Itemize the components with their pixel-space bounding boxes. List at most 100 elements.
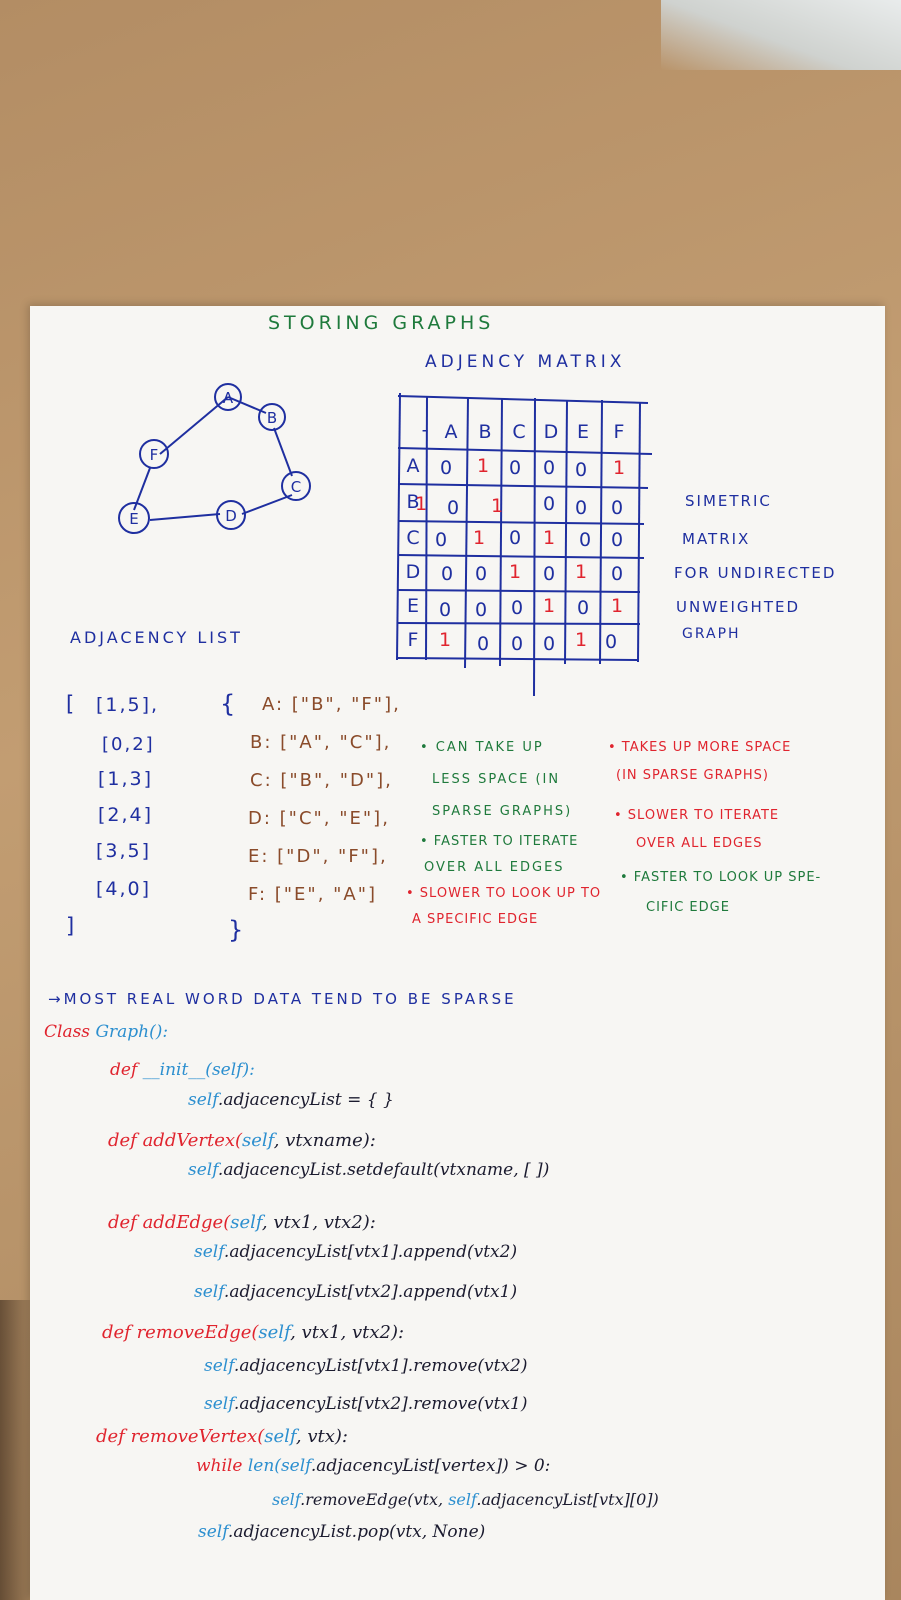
- matrix-header-b: B: [478, 421, 492, 443]
- matrix-cell: 0: [446, 497, 460, 519]
- matrix-cell: 1: [476, 455, 490, 477]
- code-line-removeedge-body1: self.adjacencyList[vtx1].remove(vtx2): [204, 1356, 528, 1376]
- code-line-removeedge-def: def removeEdge(self, vtx1, vtx2):: [102, 1322, 404, 1343]
- array-item: [0,2]: [102, 734, 155, 755]
- code-self: self: [258, 1322, 291, 1343]
- code-line-class: Class Graph():: [44, 1022, 168, 1042]
- array-open: [: [66, 692, 77, 716]
- matrix-cell: 0: [610, 497, 624, 519]
- dict-item: A: ["B", "F"],: [262, 694, 401, 715]
- matrix-note-line: FOR UNDIRECTED: [674, 564, 837, 582]
- code-self: self: [194, 1282, 224, 1302]
- code-class-name: Graph():: [95, 1022, 169, 1042]
- code-statement: .adjacencyList[vtx1].append(vtx2): [223, 1242, 518, 1262]
- matrix-row-label: D: [405, 561, 421, 583]
- matrix-cell: 0: [438, 599, 452, 621]
- code-keyword-class: Class: [44, 1022, 91, 1042]
- code-statement: .adjacencyList[vtx2].remove(vtx1): [233, 1394, 528, 1414]
- code-line-init-body: self.adjacencyList = { }: [188, 1090, 394, 1110]
- code-statement: .adjacencyList.setdefault(vtxname, [ ]): [217, 1160, 550, 1180]
- code-method-addedge: addEdge(: [142, 1212, 231, 1233]
- matrix-row-label: E: [406, 595, 419, 617]
- matrix-cell: 1: [438, 629, 452, 651]
- code-line-addedge-def: def addEdge(self, vtx1, vtx2):: [108, 1212, 376, 1233]
- code-self: self: [188, 1090, 218, 1110]
- code-keyword-while: while: [196, 1456, 243, 1476]
- code-self: self: [280, 1456, 311, 1476]
- matrix-note-line: GRAPH: [682, 626, 741, 642]
- code-line-loop-body: self.removeEdge(vtx, self.adjacencyList[…: [272, 1490, 659, 1509]
- matrix-con-line: • TAKES UP MORE SPACE: [608, 740, 792, 755]
- matrix-note-line: UNWEIGHTED: [676, 598, 801, 616]
- matrix-cell: 0: [510, 633, 524, 655]
- dict-close: }: [228, 916, 246, 944]
- matrix-cell: 1: [508, 561, 522, 583]
- matrix-cell: 0: [474, 563, 488, 585]
- code-line-removeedge-body2: self.adjacencyList[vtx2].remove(vtx1): [204, 1394, 528, 1414]
- matrix-cell: 0: [610, 563, 624, 585]
- code-self: self: [242, 1130, 274, 1151]
- code-self: self: [204, 1394, 234, 1414]
- code-keyword-def: def: [108, 1130, 137, 1151]
- matrix-header-corner: -: [421, 419, 429, 441]
- matrix-cell: 1: [542, 595, 556, 617]
- list-con-line: A SPECIFIC EDGE: [412, 912, 539, 927]
- matrix-cell: 1: [414, 493, 428, 515]
- sparse-note: →MOST REAL WORD DATA TEND TO BE SPARSE: [48, 990, 517, 1008]
- code-statement: .adjacencyList.pop(vtx, None): [227, 1522, 486, 1542]
- dict-item: D: ["C", "E"],: [248, 808, 390, 829]
- code-line-addedge-body2: self.adjacencyList[vtx2].append(vtx1): [194, 1282, 517, 1302]
- matrix-con-line: (IN SPARSE GRAPHS): [616, 768, 769, 783]
- dict-item: F: ["E", "A"]: [248, 884, 378, 905]
- code-line-addvertex-def: def addVertex(self, vtxname):: [108, 1130, 376, 1151]
- code-line-addvertex-body: self.adjacencyList.setdefault(vtxname, […: [188, 1160, 549, 1180]
- matrix-cell: 0: [542, 457, 556, 479]
- matrix-header-c: C: [512, 421, 526, 443]
- code-args: , vtx1, vtx2):: [290, 1322, 405, 1343]
- list-pro-line: LESS SPACE (IN: [432, 772, 561, 787]
- matrix-cell: 0: [510, 597, 524, 619]
- list-title: ADJACENCY LIST: [70, 628, 243, 647]
- list-pro-line: SPARSE GRAPHS): [432, 804, 573, 819]
- matrix-cell: 0: [610, 529, 624, 551]
- matrix-cell: 0: [542, 633, 556, 655]
- code-method-removevertex: removeVertex(: [130, 1426, 265, 1447]
- code-keyword-def: def: [108, 1212, 137, 1233]
- code-line-removevertex-def: def removeVertex(self, vtx):: [96, 1426, 348, 1447]
- code-line-while: while len(self.adjacencyList[vertex]) > …: [196, 1456, 550, 1476]
- code-statement: .adjacencyList[vtx2].append(vtx1): [223, 1282, 518, 1302]
- matrix-cell: 1: [574, 561, 588, 583]
- list-pro-line: • CAN TAKE UP: [420, 740, 544, 755]
- matrix-cell: 0: [474, 599, 488, 621]
- matrix-row-label: A: [406, 455, 420, 477]
- matrix-pro-line: • FASTER TO LOOK UP SPE-: [620, 870, 822, 885]
- matrix-header-e: E: [576, 421, 589, 443]
- dict-item: C: ["B", "D"],: [250, 770, 393, 791]
- matrix-cell: 0: [578, 529, 592, 551]
- code-self: self: [204, 1356, 234, 1376]
- code-args: , vtxname):: [273, 1130, 376, 1151]
- code-self: self: [230, 1212, 262, 1233]
- list-con-line: • SLOWER TO LOOK UP TO: [406, 886, 602, 901]
- matrix-cell: 0: [542, 493, 556, 515]
- matrix-header-a: A: [444, 421, 458, 443]
- array-close: ]: [66, 914, 77, 938]
- matrix-cell: 0: [440, 563, 454, 585]
- matrix-cell: 1: [574, 629, 588, 651]
- dict-item: E: ["D", "F"],: [248, 846, 388, 867]
- matrix-cell: 0: [542, 563, 556, 585]
- matrix-cell: 0: [508, 527, 522, 549]
- matrix-cell: 1: [490, 495, 504, 517]
- matrix-cell: 0: [439, 457, 453, 479]
- code-line-addedge-body1: self.adjacencyList[vtx1].append(vtx2): [194, 1242, 517, 1262]
- matrix-cell: 1: [472, 527, 486, 549]
- matrix-cell: 0: [574, 459, 588, 481]
- code-line-pop: self.adjacencyList.pop(vtx, None): [198, 1522, 485, 1542]
- code-statement: .adjacencyList[vtx][0]): [476, 1490, 659, 1509]
- matrix-cell: 1: [542, 527, 556, 549]
- matrix-row-label: B: [406, 491, 420, 513]
- matrix-row-label: F: [407, 629, 419, 651]
- matrix-pro-line: CIFIC EDGE: [646, 900, 730, 915]
- dict-open: {: [220, 690, 238, 718]
- matrix-cell: 1: [610, 595, 624, 617]
